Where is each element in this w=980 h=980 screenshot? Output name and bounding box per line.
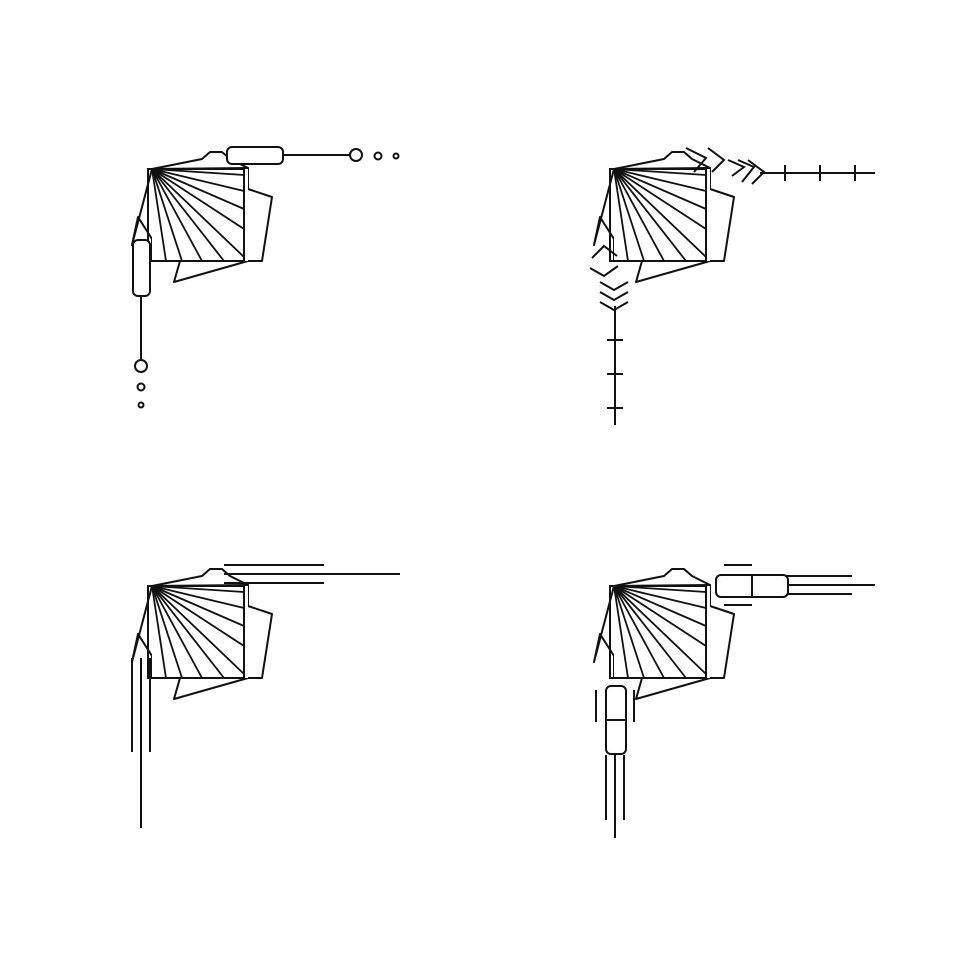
dot-shape	[375, 153, 382, 160]
chevron-shape	[600, 292, 628, 300]
chevron-shape	[592, 246, 617, 258]
corner-ornament-double-capsules	[593, 565, 875, 838]
chevron-shape	[600, 282, 628, 290]
corner-ornament-capsules-dots	[131, 147, 399, 408]
fan-motif	[593, 568, 735, 700]
corner-ornament-parallel-lines	[131, 565, 400, 828]
dot-shape	[350, 149, 362, 161]
fan-motif	[131, 568, 273, 700]
fan-motif	[131, 151, 273, 283]
capsule-shape	[133, 240, 150, 296]
dot-shape	[135, 360, 147, 372]
chevron-shape	[686, 148, 706, 172]
dot-shape	[394, 154, 399, 159]
chevron-shape	[590, 266, 618, 276]
corner-ornament-chevrons-ticks	[590, 148, 875, 425]
dot-shape	[139, 403, 144, 408]
dot-shape	[138, 384, 145, 391]
chevron-shape	[728, 160, 744, 176]
chevron-shape	[738, 160, 754, 182]
chevron-shape	[708, 148, 724, 172]
capsule-shape	[227, 147, 283, 164]
